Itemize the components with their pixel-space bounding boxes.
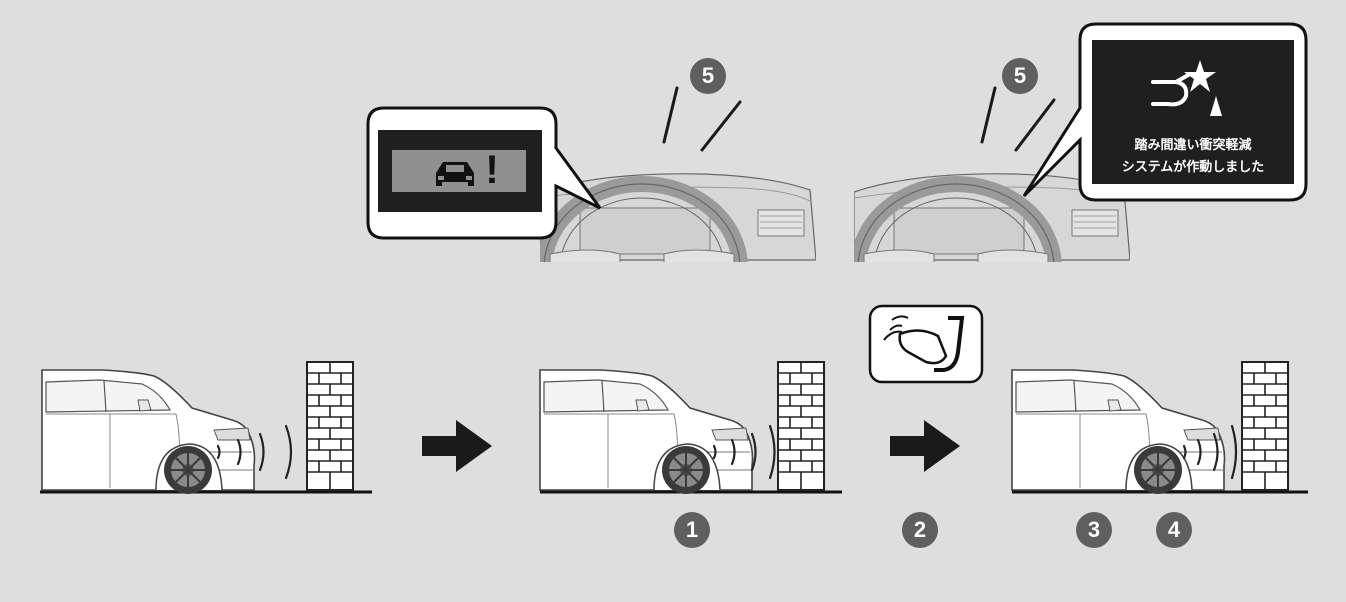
sonar-waves-2 bbox=[712, 424, 776, 480]
message-line-2: システムが作動しました bbox=[1121, 160, 1265, 175]
car-warning-icon bbox=[436, 162, 474, 186]
message-callout bbox=[1022, 22, 1308, 202]
brick-wall-3 bbox=[1241, 361, 1289, 491]
sonar-waves-1 bbox=[216, 424, 293, 480]
sonar-waves-3 bbox=[1182, 424, 1238, 480]
step-badge-5-left: 5 bbox=[690, 58, 726, 94]
alert-lines-right bbox=[980, 86, 1056, 152]
message-line-1: 踏み間違い衝突軽減 bbox=[1134, 138, 1252, 153]
step-badge-2: 2 bbox=[902, 512, 938, 548]
warning-exclamation: ! bbox=[485, 148, 499, 192]
pedal-collision-icon bbox=[1151, 60, 1222, 116]
alert-lines-left bbox=[662, 86, 742, 152]
dashboard-left bbox=[540, 174, 816, 352]
right-arrow-icon bbox=[422, 420, 492, 472]
brick-wall-1 bbox=[306, 361, 354, 491]
brick-wall-2 bbox=[777, 361, 825, 491]
car-scene-1 bbox=[41, 369, 256, 495]
step-badge-3: 3 bbox=[1076, 512, 1112, 548]
car-scene-2 bbox=[539, 369, 754, 495]
step-badge-4: 4 bbox=[1156, 512, 1192, 548]
car-scene-3 bbox=[1011, 369, 1226, 495]
foot-on-accelerator-icon bbox=[868, 304, 984, 384]
step-badge-1: 1 bbox=[674, 512, 710, 548]
right-arrow-icon bbox=[890, 420, 960, 472]
step-badge-5-right: 5 bbox=[1002, 58, 1038, 94]
